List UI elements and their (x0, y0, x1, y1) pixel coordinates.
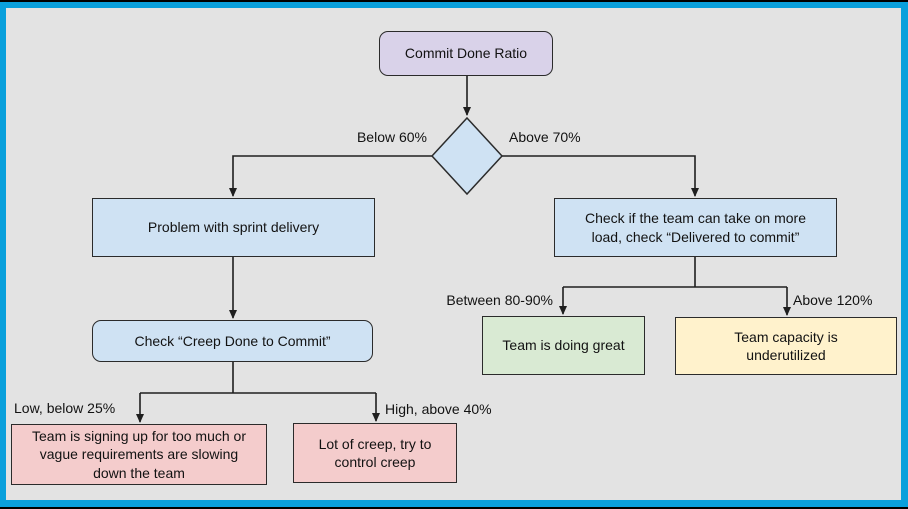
node-check-team-load: Check if the team can take on more load,… (554, 198, 837, 257)
edge-label-high-above-40: High, above 40% (385, 401, 492, 417)
node-label: Check “Creep Done to Commit” (134, 332, 331, 349)
node-lot-of-creep: Lot of creep, try to control creep (293, 423, 457, 483)
edge-label-low-below-25: Low, below 25% (14, 400, 116, 416)
node-problem-sprint-delivery: Problem with sprint delivery (92, 198, 375, 257)
edge-label-above-70: Above 70% (509, 129, 581, 145)
node-check-creep-done-to-commit: Check “Creep Done to Commit” (92, 320, 373, 362)
connector-decision-to-problem (229, 155, 432, 197)
node-label: Problem with sprint delivery (147, 219, 320, 236)
node-label: Team is signing up for too much or vague… (32, 427, 246, 481)
edge-label-above-120: Above 120% (793, 292, 873, 308)
node-capacity-underutilized: Team capacity is underutilized (675, 317, 897, 375)
decision-diamond (430, 116, 504, 196)
edge-label-below-60: Below 60% (356, 129, 427, 145)
connector-check-load-split (563, 257, 787, 288)
node-commit-done-ratio: Commit Done Ratio (379, 31, 553, 76)
node-label: Lot of creep, try to control creep (318, 435, 432, 470)
edge-label-between-80-90: Between 80-90% (446, 292, 553, 308)
node-signing-up-too-much: Team is signing up for too much or vague… (11, 424, 267, 485)
connector-decision-to-check-load (502, 155, 699, 197)
node-label: Team capacity is underutilized (734, 328, 838, 363)
node-label: Check if the team can take on more load,… (585, 210, 806, 245)
node-team-doing-great: Team is doing great (482, 316, 645, 375)
node-label: Commit Done Ratio (404, 45, 528, 62)
connector-check-creep-split (140, 362, 376, 394)
node-label: Team is doing great (502, 337, 625, 354)
